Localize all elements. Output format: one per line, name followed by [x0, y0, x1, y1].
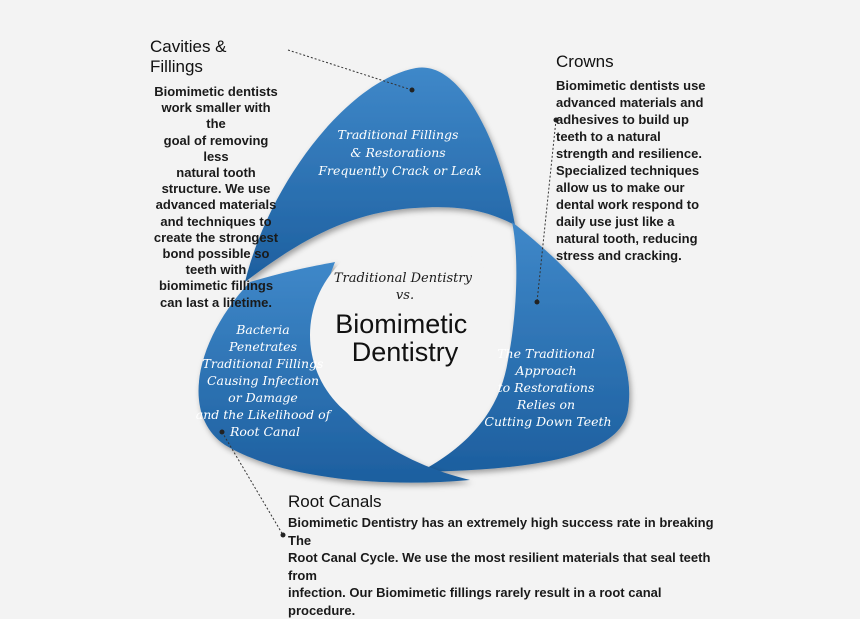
cycle-diagram: Traditional Fillings & Restorations Freq…	[196, 49, 630, 538]
right-arm	[420, 222, 630, 472]
center-subtitle: Traditional Dentistry vs.	[334, 271, 476, 303]
left-arm-label: Bacteria Penetrates Traditional Fillings…	[196, 322, 334, 439]
top-arm	[245, 67, 515, 282]
root-leader	[219, 429, 286, 538]
crowns-leader	[534, 117, 559, 305]
root-canals-title: Root Canals	[288, 492, 382, 511]
crowns-body: Biomimetic dentists use advanced materia…	[556, 78, 706, 263]
center-circle	[310, 235, 510, 435]
crowns-callout: Crowns Biomimetic dentists use advanced …	[556, 52, 706, 264]
root-canals-body: Biomimetic Dentistry has an extremely hi…	[288, 515, 714, 618]
root-canals-callout: Root Canals Biomimetic Dentistry has an …	[288, 492, 728, 619]
top-arm-label: Traditional Fillings & Restorations Freq…	[317, 127, 481, 178]
center-title: Biomimetic Dentistry	[335, 309, 475, 367]
cavities-callout: Cavities & Fillings Biomimetic dentists …	[150, 37, 282, 311]
crowns-title: Crowns	[556, 52, 614, 71]
cavities-leader	[287, 49, 415, 93]
right-arm-label: The Traditional Approach to Restorations…	[484, 346, 611, 429]
left-arm	[198, 262, 471, 483]
cavities-title: Cavities & Fillings	[150, 37, 227, 76]
cavities-body: Biomimetic dentists work smaller with th…	[153, 84, 279, 310]
